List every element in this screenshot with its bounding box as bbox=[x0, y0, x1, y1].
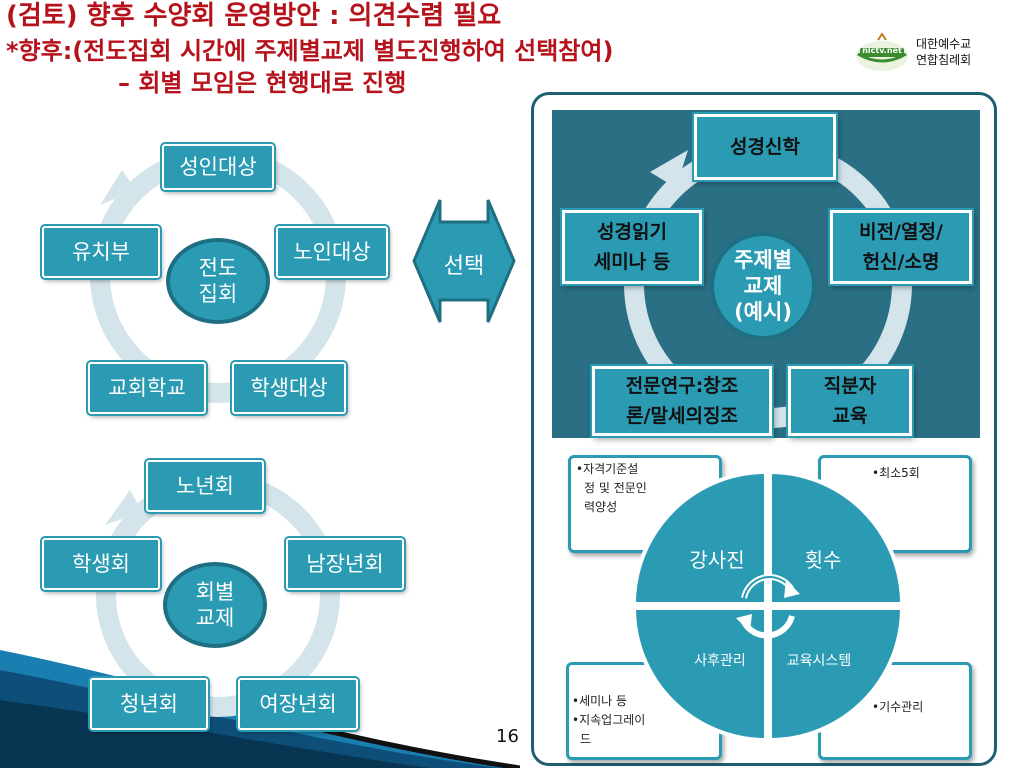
topic-officer-training-line-1: 직분자 bbox=[823, 375, 877, 397]
note-instructor-line-2: 정 및 전문인 bbox=[584, 481, 647, 495]
logo-text: nlctv.net bbox=[862, 46, 902, 55]
topic-bible-reading-line-1: 성경읽기 bbox=[597, 221, 667, 243]
logo-icon bbox=[856, 32, 908, 71]
cycle2-item-senior-group: 노년회 bbox=[146, 460, 264, 512]
quadrant-followup: 사후관리 bbox=[694, 653, 746, 669]
subtitle-line-1: *향후:(전도집회 시간에 주제별교제 별도진행하여 선택참여) bbox=[6, 37, 614, 65]
note-instructor-line-1: •자격기준설 bbox=[576, 462, 639, 476]
note-followup-line-2: •지속업그레이 bbox=[572, 713, 646, 727]
cycle1-item-elderly: 노인대상 bbox=[276, 226, 388, 278]
topic-center-line-3: (예시) bbox=[734, 300, 792, 324]
topic-officer-training-line-2: 교육 bbox=[832, 405, 868, 427]
system-quadrant-circle bbox=[632, 470, 904, 742]
topic-vision-line-1: 비전/열정/ bbox=[859, 221, 943, 243]
double-arrow-icon bbox=[412, 199, 516, 323]
quadrant-instructors: 강사진 bbox=[689, 547, 745, 572]
note-instructor: •자격기준설 정 및 전문인 력양성 bbox=[576, 460, 647, 517]
organization-name: 대한예수교 연합침례회 bbox=[916, 36, 971, 68]
cycle2-item-student-group: 학생회 bbox=[42, 538, 160, 590]
organization-logo: nlctv.net bbox=[852, 32, 912, 80]
cycle1-item-adult: 성인대상 bbox=[162, 144, 274, 190]
topic-bible-theology: 성경신학 bbox=[694, 114, 836, 180]
organization-name-line-2: 연합침례회 bbox=[916, 53, 972, 67]
cycle1-center-line-1: 전도 bbox=[198, 256, 238, 280]
cycle2-center-line-1: 회별 bbox=[195, 580, 235, 604]
note-followup-line-3: 드 bbox=[580, 732, 592, 746]
cycle1-item-kindergarten: 유치부 bbox=[42, 226, 160, 278]
note-instructor-line-3: 력양성 bbox=[584, 500, 618, 514]
cycle1-item-church-school: 교회학교 bbox=[88, 362, 206, 414]
quadrant-education-system: 교육시스템 bbox=[786, 653, 852, 669]
topic-center-line-1: 주제별 bbox=[734, 248, 792, 272]
note-frequency: •최소5회 bbox=[872, 466, 920, 480]
page-title: (검토) 향후 수양회 운영방안 : 의견수렴 필요 bbox=[6, 1, 502, 31]
cycle2-center-line-2: 교제 bbox=[195, 606, 235, 630]
note-education: •기수관리 bbox=[872, 700, 924, 714]
topic-center-line-2: 교제 bbox=[743, 274, 783, 298]
subtitle-line-2: – 회별 모임은 현행대로 진행 bbox=[118, 69, 407, 97]
page-number: 16 bbox=[496, 726, 519, 747]
cycle1-center-line-2: 집회 bbox=[198, 282, 238, 306]
quadrant-frequency: 횟수 bbox=[804, 547, 842, 572]
topic-expert-research-line-2: 론/말세의징조 bbox=[626, 405, 738, 427]
cycle2-item-men-group: 남장년회 bbox=[286, 538, 404, 590]
cycle2-item-youth-group: 청년회 bbox=[90, 678, 208, 730]
organization-name-line-1: 대한예수교 bbox=[916, 37, 972, 51]
cycle2-item-women-group: 여장년회 bbox=[238, 678, 358, 730]
cycle1-item-student: 학생대상 bbox=[232, 362, 346, 414]
topic-vision: 비전/열정/헌신/소명 bbox=[830, 210, 972, 284]
topic-expert-research-line-1: 전문연구:창조 bbox=[625, 375, 739, 397]
topic-bible-reading-line-2: 세미나 등 bbox=[593, 251, 671, 273]
topic-vision-line-2: 헌신/소명 bbox=[862, 251, 940, 273]
note-followup: •세미나 등 •지속업그레이 드 bbox=[572, 692, 645, 749]
note-followup-line-1: •세미나 등 bbox=[572, 694, 628, 708]
select-label: 선택 bbox=[443, 254, 485, 279]
